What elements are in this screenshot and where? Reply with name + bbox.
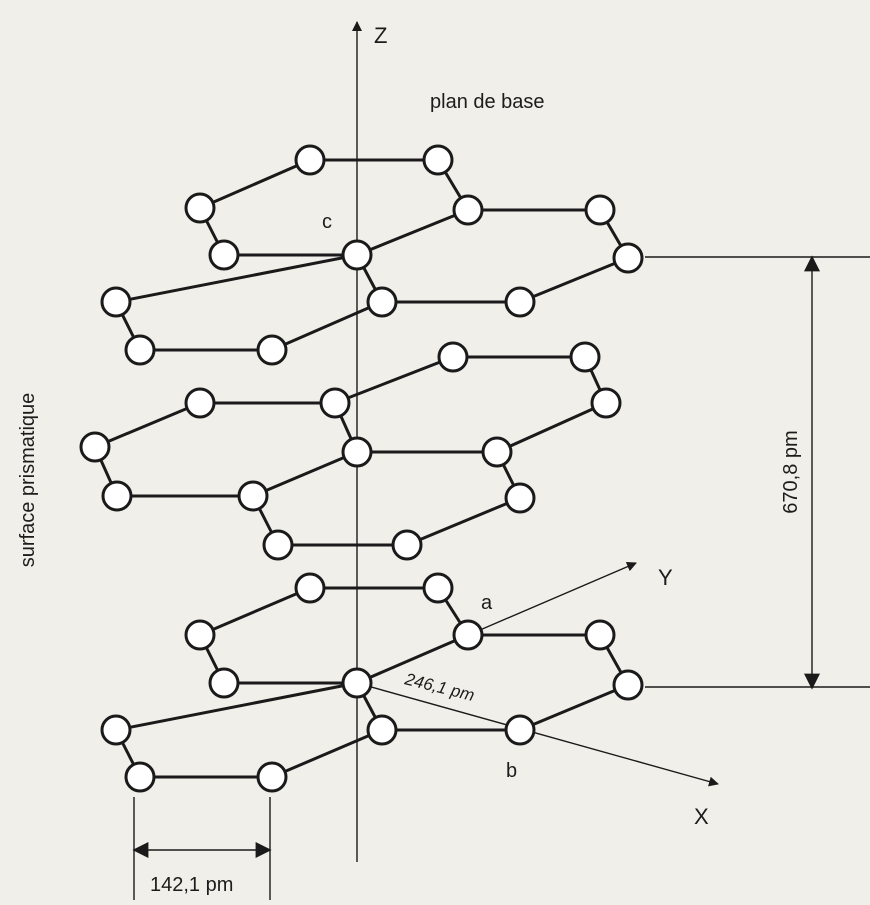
bond-bottom-14 <box>270 728 384 779</box>
c-label: c <box>322 211 332 233</box>
prismatic-surface-label: surface prismatique <box>17 393 39 568</box>
carbon-atom-top-7 <box>612 242 644 274</box>
bond-bottom-1 <box>198 586 312 637</box>
carbon-atom-top-4 <box>584 194 616 226</box>
b-label: b <box>506 760 517 782</box>
carbon-atom-bottom-2 <box>184 619 216 651</box>
carbon-atom-top-6 <box>341 239 373 271</box>
carbon-atom-top-3 <box>452 194 484 226</box>
carbon-atom-top-0 <box>294 144 326 176</box>
z-axis-label: Z <box>374 23 387 48</box>
carbon-atom-middle-8 <box>101 480 133 512</box>
carbon-atom-top-10 <box>504 286 536 318</box>
carbon-atom-bottom-0 <box>294 572 326 604</box>
a-label: a <box>481 592 493 614</box>
layer-spacing-label: 670,8 pm <box>780 430 802 513</box>
carbon-atom-top-2 <box>184 192 216 224</box>
bond-top-1 <box>198 158 312 210</box>
carbon-atom-middle-3 <box>319 387 351 419</box>
x-axis-label: X <box>694 804 709 829</box>
bond-top-8 <box>114 253 359 304</box>
carbon-atom-bottom-1 <box>422 572 454 604</box>
carbon-atom-top-9 <box>366 286 398 318</box>
bond-bottom-6 <box>355 633 470 685</box>
carbon-atom-bottom-8 <box>100 714 132 746</box>
atoms-layer <box>79 144 644 793</box>
carbon-atom-middle-4 <box>590 387 622 419</box>
bond-middle-1 <box>333 355 455 405</box>
base-plane-label: plan de base <box>430 91 545 113</box>
carbon-atom-middle-5 <box>79 431 111 463</box>
carbon-atom-middle-2 <box>184 387 216 419</box>
carbon-atom-middle-1 <box>569 341 601 373</box>
carbon-atom-bottom-5 <box>208 667 240 699</box>
carbon-atom-bottom-3 <box>452 619 484 651</box>
bond-middle-6 <box>495 401 608 454</box>
bond-middle-9 <box>251 450 359 498</box>
carbon-atom-bottom-4 <box>584 619 616 651</box>
carbon-atom-middle-7 <box>481 436 513 468</box>
carbon-atom-bottom-11 <box>124 761 156 793</box>
carbon-atom-top-5 <box>208 239 240 271</box>
carbon-atom-middle-12 <box>391 529 423 561</box>
bond-top-11 <box>518 256 630 304</box>
carbon-atom-bottom-7 <box>612 669 644 701</box>
carbon-atom-middle-11 <box>262 529 294 561</box>
carbon-atom-middle-6 <box>341 436 373 468</box>
bond-bottom-11 <box>518 683 630 732</box>
y-axis-label: Y <box>658 565 673 590</box>
carbon-atom-top-12 <box>256 334 288 366</box>
lattice-parameter-label: 246,1 pm <box>402 669 476 705</box>
bond-middle-14 <box>405 496 522 547</box>
carbon-atom-top-8 <box>100 286 132 318</box>
bond-bottom-8 <box>114 681 359 732</box>
carbon-atom-middle-10 <box>504 482 536 514</box>
carbon-atom-middle-0 <box>437 341 469 373</box>
carbon-atom-bottom-6 <box>341 667 373 699</box>
y-axis-arrow <box>479 561 637 631</box>
carbon-atom-bottom-9 <box>366 714 398 746</box>
carbon-atom-bottom-10 <box>504 714 536 746</box>
carbon-atom-top-1 <box>422 144 454 176</box>
x-axis-arrow <box>356 682 719 787</box>
bond-top-14 <box>270 300 384 352</box>
carbon-atom-middle-9 <box>237 480 269 512</box>
carbon-atom-top-11 <box>124 334 156 366</box>
bond-middle-4 <box>93 401 202 449</box>
bond-top-6 <box>355 208 470 257</box>
carbon-atom-bottom-12 <box>256 761 288 793</box>
bond-length-label: 142,1 pm <box>150 874 233 896</box>
